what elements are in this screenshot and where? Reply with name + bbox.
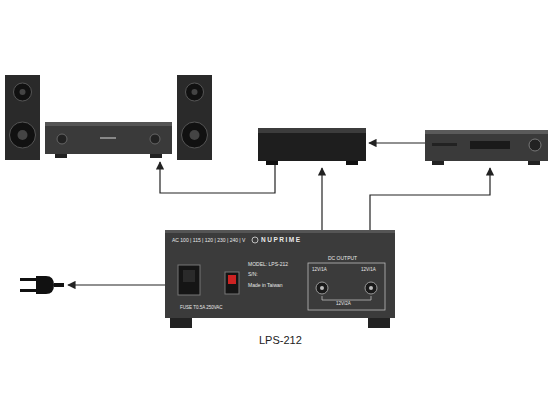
- amplifier: [45, 122, 172, 158]
- output-rating: 12V/1A: [361, 268, 376, 273]
- power-supply: [165, 230, 395, 328]
- cd-player: [425, 130, 548, 165]
- figure-caption: LPS-212: [259, 334, 302, 346]
- power-plug: [20, 276, 64, 294]
- signal-wires: [68, 143, 490, 285]
- speaker: [177, 75, 212, 160]
- model-label: MODEL: LPS-212: [248, 262, 288, 267]
- output-rating: 12V/2A: [336, 302, 351, 307]
- origin-label: Made in Taiwan: [248, 283, 283, 288]
- brand-logo: NUPRIME: [261, 237, 301, 244]
- dac-box: [258, 128, 366, 165]
- panel-heading: DC OUTPUT: [328, 256, 357, 261]
- fuse-label: FUSE T0.5A 250VAC: [180, 306, 223, 311]
- voltage-label: AC 100 | 115 | 120 | 230 | 240 | V: [172, 238, 245, 243]
- speaker: [5, 75, 40, 160]
- serial-label: S/N:: [248, 272, 258, 277]
- output-rating: 12V/1A: [312, 268, 327, 273]
